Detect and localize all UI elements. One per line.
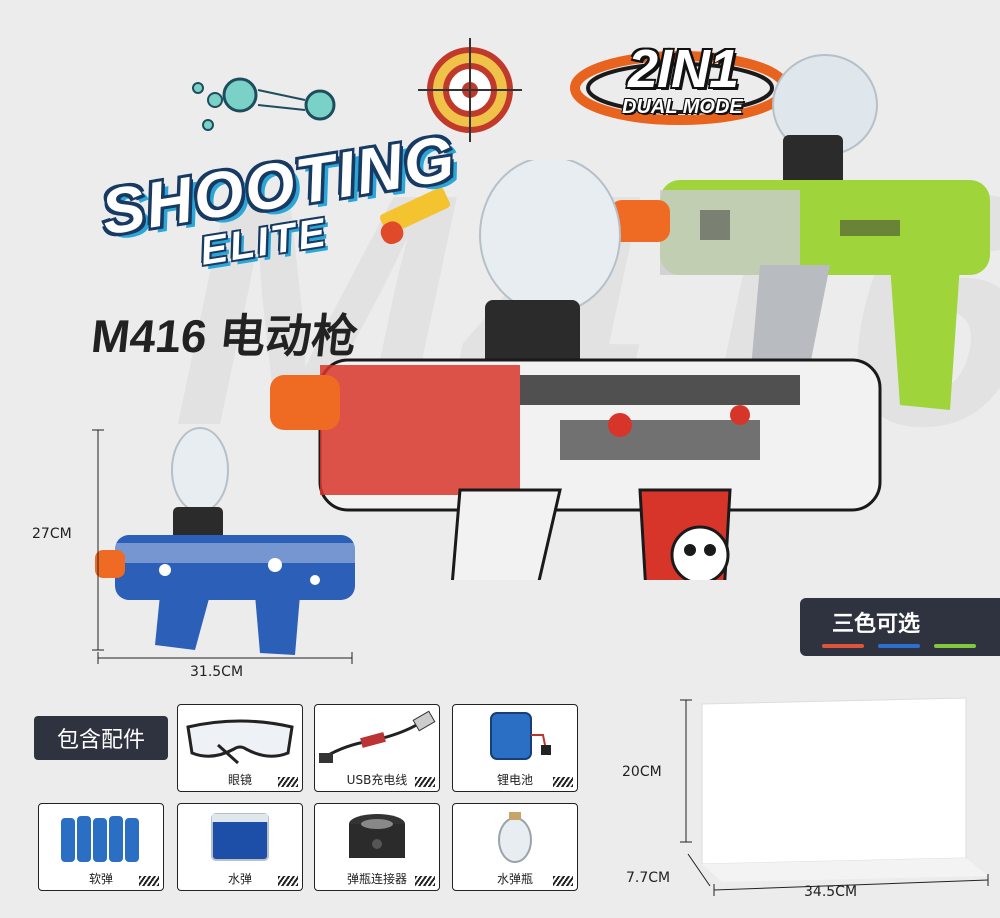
gel-beads-icon [211, 813, 269, 861]
green-gun-image [610, 54, 990, 410]
accessory-goggles: 眼镜 [177, 704, 303, 792]
accessory-label: 水弹 [227, 872, 252, 886]
gel-bottle-icon [498, 812, 532, 863]
packaging-box-image [680, 697, 989, 896]
blue-gun-image [95, 427, 355, 655]
stripes-decor [139, 876, 159, 886]
accessory-label: 弹瓶连接器 [346, 872, 407, 886]
bottle-connector-icon [349, 814, 405, 858]
accessory-label: 水弹瓶 [496, 872, 533, 886]
box-width: 34.5CM [804, 884, 858, 900]
accessory-label: USB充电线 [346, 773, 408, 787]
swatch-blue [878, 644, 920, 648]
accessory-bottle-connector: 弹瓶连接器 [314, 803, 440, 891]
stripes-decor [553, 777, 573, 787]
swatch-green [934, 644, 976, 648]
badge-sub-text: DUAL MODE [622, 96, 743, 118]
small-gun-dimension-lines [92, 429, 353, 664]
brand-logo: SHOOTING ELITE [90, 30, 530, 280]
box-height: 20CM [622, 764, 662, 780]
dual-mode-badge: 2IN1 DUAL MODE [570, 38, 820, 128]
accessory-label: 眼镜 [227, 773, 252, 787]
stripes-decor [415, 777, 435, 787]
accessory-battery: 锂电池 [452, 704, 578, 792]
small-gun-height: 27CM [32, 526, 72, 542]
color-options-label: 三色可选 [832, 612, 921, 637]
stripes-decor [553, 876, 573, 886]
box-depth: 7.7CM [626, 870, 671, 886]
badge-main-text: 2IN1 [628, 39, 739, 99]
stripes-decor [415, 876, 435, 886]
red-gun-image [270, 160, 882, 580]
accessory-gel-beads: 水弹 [177, 803, 303, 891]
accessory-label: 软弹 [88, 872, 113, 886]
accessory-gel-bottle: 水弹瓶 [452, 803, 578, 891]
usb-cable-icon [319, 710, 436, 763]
stripes-decor [278, 777, 298, 787]
foam-darts-icon [61, 816, 139, 862]
stripes-decor [278, 876, 298, 886]
swatch-red [822, 644, 864, 648]
accessory-usb-cable: USB充电线 [314, 704, 440, 792]
goggles-icon [186, 719, 294, 765]
color-options-badge: 三色可选 [800, 598, 1000, 656]
accessory-foam-darts: 软弹 [38, 803, 164, 891]
accessories-title: 包含配件 [34, 716, 168, 760]
small-gun-width: 31.5CM [190, 664, 244, 680]
foam-dart-icon [379, 187, 451, 245]
target-bubbles-icon [192, 38, 522, 142]
accessory-label: 锂电池 [496, 773, 533, 787]
battery-icon [490, 712, 551, 760]
